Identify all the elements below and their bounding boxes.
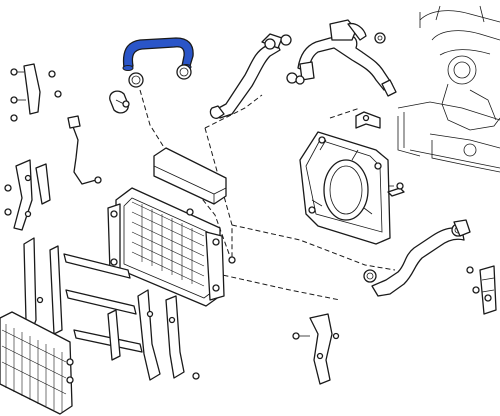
fasteners xyxy=(122,100,404,380)
coolant-pipe-upper-right xyxy=(286,19,397,97)
radiator-core xyxy=(107,187,225,307)
fan-shroud-bracket xyxy=(355,111,381,129)
radiator-header-tank xyxy=(153,147,227,205)
side-bracket-left xyxy=(4,159,51,231)
upper-hose-body[interactable] xyxy=(122,37,194,69)
left-mounting-bracket xyxy=(10,63,62,122)
lower-radiator-hose xyxy=(363,219,471,297)
hose-clamps-upper xyxy=(109,64,192,114)
lower-bracket-centre xyxy=(292,313,340,385)
ac-condenser xyxy=(0,311,74,415)
fan-shroud xyxy=(299,131,405,245)
coolant-hose-top xyxy=(209,33,292,119)
coolant-sensor-wire xyxy=(67,115,102,185)
engine-block-outline xyxy=(397,5,500,173)
mounting-bracket-right xyxy=(466,265,497,315)
radiator-support-frame xyxy=(21,237,185,381)
